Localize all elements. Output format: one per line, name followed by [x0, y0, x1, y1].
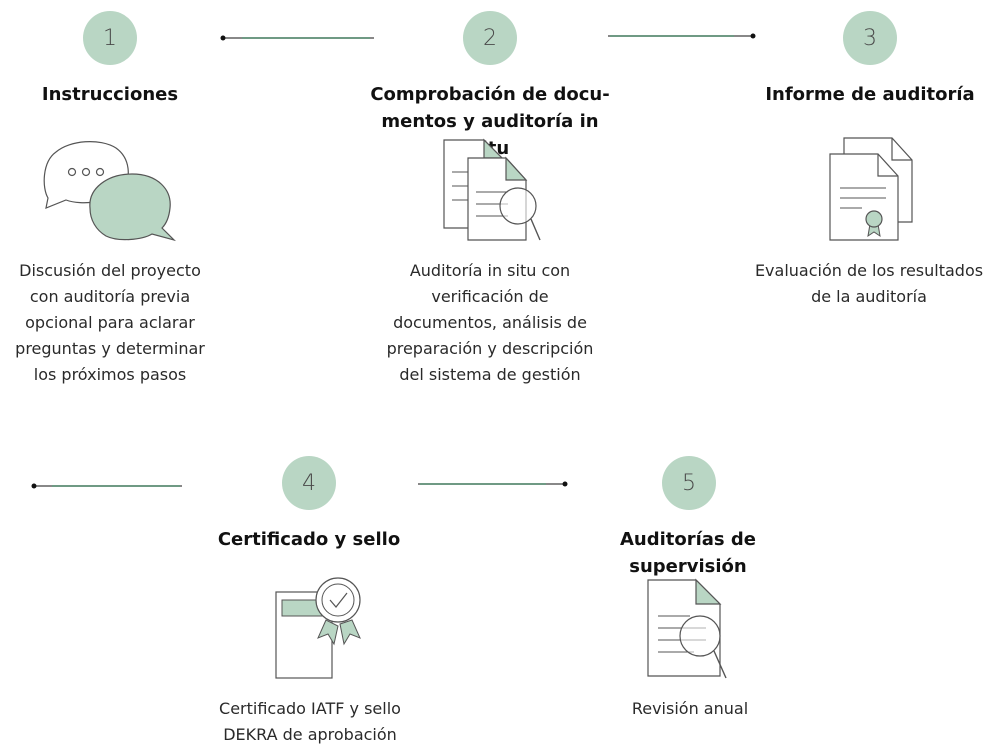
description-line: los próximos pasos	[33, 365, 187, 384]
title-line: Comprobación de docu-	[370, 84, 610, 105]
step-number-3: 3	[843, 11, 897, 65]
report-certificate-icon	[829, 137, 913, 241]
connector-2-3	[608, 33, 756, 39]
description-line: del sistema de gestión	[399, 365, 581, 384]
description-line: Certificado IATF y sello	[219, 699, 401, 718]
step-description-5: Revisión anual	[580, 696, 800, 722]
document-review-icon	[647, 578, 727, 679]
description-line: opcional para aclarar	[25, 313, 195, 332]
step-description-4: Certificado IATF y sello DEKRA de aproba…	[190, 696, 430, 748]
description-line: preparación y descripción	[386, 339, 594, 358]
step-description-2: Auditoría in situ con verificación de do…	[370, 258, 610, 388]
description-line: Evaluación de los resultados	[754, 261, 984, 280]
chat-bubbles-icon	[43, 141, 177, 242]
step-number-1: 1	[83, 11, 137, 65]
description-line: Discusión del proyecto	[19, 261, 201, 280]
connector-3-4	[31, 483, 182, 489]
description-line: DEKRA de aprobación	[223, 725, 397, 744]
step-title-3: Informe de auditoría	[765, 84, 975, 105]
description-line: Revisión anual	[631, 699, 749, 718]
description-line: documentos, análisis de	[393, 313, 587, 332]
description-line: verificación de	[431, 287, 549, 306]
description-line: con auditoría previa	[29, 287, 191, 306]
connector-4-5	[418, 481, 568, 487]
step-number-2: 2	[463, 11, 517, 65]
description-line: de la auditoría	[811, 287, 927, 306]
step-title-1: Instrucciones	[41, 84, 179, 105]
step-description-3: Evaluación de los resultados de la audit…	[740, 258, 998, 310]
step-title-5: Auditorías de supervisión	[619, 529, 757, 577]
documents-magnifier-icon	[443, 138, 541, 241]
step-number-4: 4	[282, 456, 336, 510]
description-line: Auditoría in situ con	[409, 261, 571, 280]
connector-1-2	[220, 35, 374, 41]
step-title-4: Certificado y sello	[217, 529, 401, 550]
certificate-seal-icon	[275, 577, 361, 679]
description-line: preguntas y determinar	[15, 339, 205, 358]
step-number-5: 5	[662, 456, 716, 510]
step-description-1: Discusión del proyecto con auditoría pre…	[0, 258, 220, 388]
